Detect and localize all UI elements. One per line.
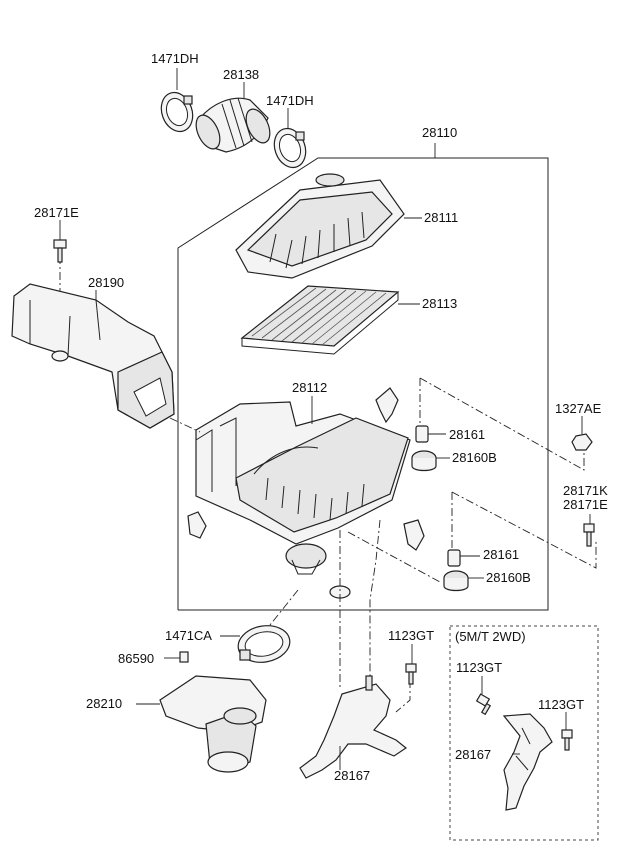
bolt-1123gt-variant-left — [475, 676, 492, 716]
bolt-1123gt-variant-right — [561, 712, 573, 751]
clip-86590 — [164, 651, 189, 663]
clip-lower-left — [187, 511, 207, 539]
label-1471ca: 1471CA — [165, 628, 212, 643]
label-1123gt-variant-right: 1123GT — [538, 697, 585, 712]
label-1123gt-center: 1123GT — [388, 628, 435, 643]
label-28167-variant: 28167 — [455, 747, 492, 762]
clip-lower-right — [403, 519, 425, 551]
hose-clamp-1471ca — [220, 625, 291, 663]
label-28190: 28190 — [88, 275, 125, 290]
label-28167-center: 28167 — [334, 768, 371, 783]
variant-box-5mt-2wd — [449, 625, 599, 841]
air-cleaner-cover-28111 — [235, 173, 422, 279]
label-28171e-right: 28171E — [563, 497, 608, 512]
label-86590: 86590 — [118, 651, 155, 666]
label-28113: 28113 — [422, 296, 458, 311]
label-28171e-left: 28171E — [34, 205, 79, 220]
label-28160b-upper: 28160B — [452, 450, 497, 465]
intake-hose-28138 — [195, 82, 271, 153]
bolt-28171e-left — [53, 220, 67, 263]
bracket-28167-center — [299, 675, 408, 779]
bolt-28171k-28171e — [583, 514, 595, 547]
variant-title: (5M/T 2WD) — [455, 629, 526, 644]
label-1471dh-left: 1471DH — [151, 51, 199, 66]
assembly-frame-28110 — [177, 143, 549, 611]
bushing-28160b-upper — [411, 450, 450, 472]
clip-top-right — [375, 387, 399, 424]
label-28111: 28111 — [424, 210, 459, 225]
bolt-1123gt-center — [405, 644, 417, 685]
bushing-28160b-lower — [443, 570, 484, 592]
hose-clamp-1471dh-left — [160, 68, 194, 133]
label-28110: 28110 — [422, 125, 458, 140]
grommet-28161-lower — [447, 549, 480, 567]
label-28161-lower: 28161 — [483, 547, 520, 562]
nut-1327ae — [571, 416, 593, 451]
dash-leaders — [59, 256, 597, 713]
label-28161-upper: 28161 — [449, 427, 486, 442]
bracket-28167-variant — [502, 713, 553, 811]
air-cleaner-body-28112 — [195, 396, 411, 545]
grommet-28161-upper — [415, 425, 446, 443]
resonator-28210 — [136, 675, 267, 773]
label-1471dh-right: 1471DH — [266, 93, 314, 108]
label-28112: 28112 — [292, 380, 328, 395]
label-28171k: 28171K — [563, 483, 608, 498]
label-28138: 28138 — [223, 67, 260, 82]
label-28160b-lower: 28160B — [486, 570, 531, 585]
label-28210: 28210 — [86, 696, 123, 711]
hose-clamp-1471dh-right — [273, 108, 307, 169]
label-1123gt-variant-left: 1123GT — [456, 660, 503, 675]
air-filter-element-28113 — [240, 285, 420, 355]
air-duct-28190 — [11, 283, 175, 429]
label-1327ae: 1327AE — [555, 401, 602, 416]
body-outlet-duct — [285, 543, 351, 599]
